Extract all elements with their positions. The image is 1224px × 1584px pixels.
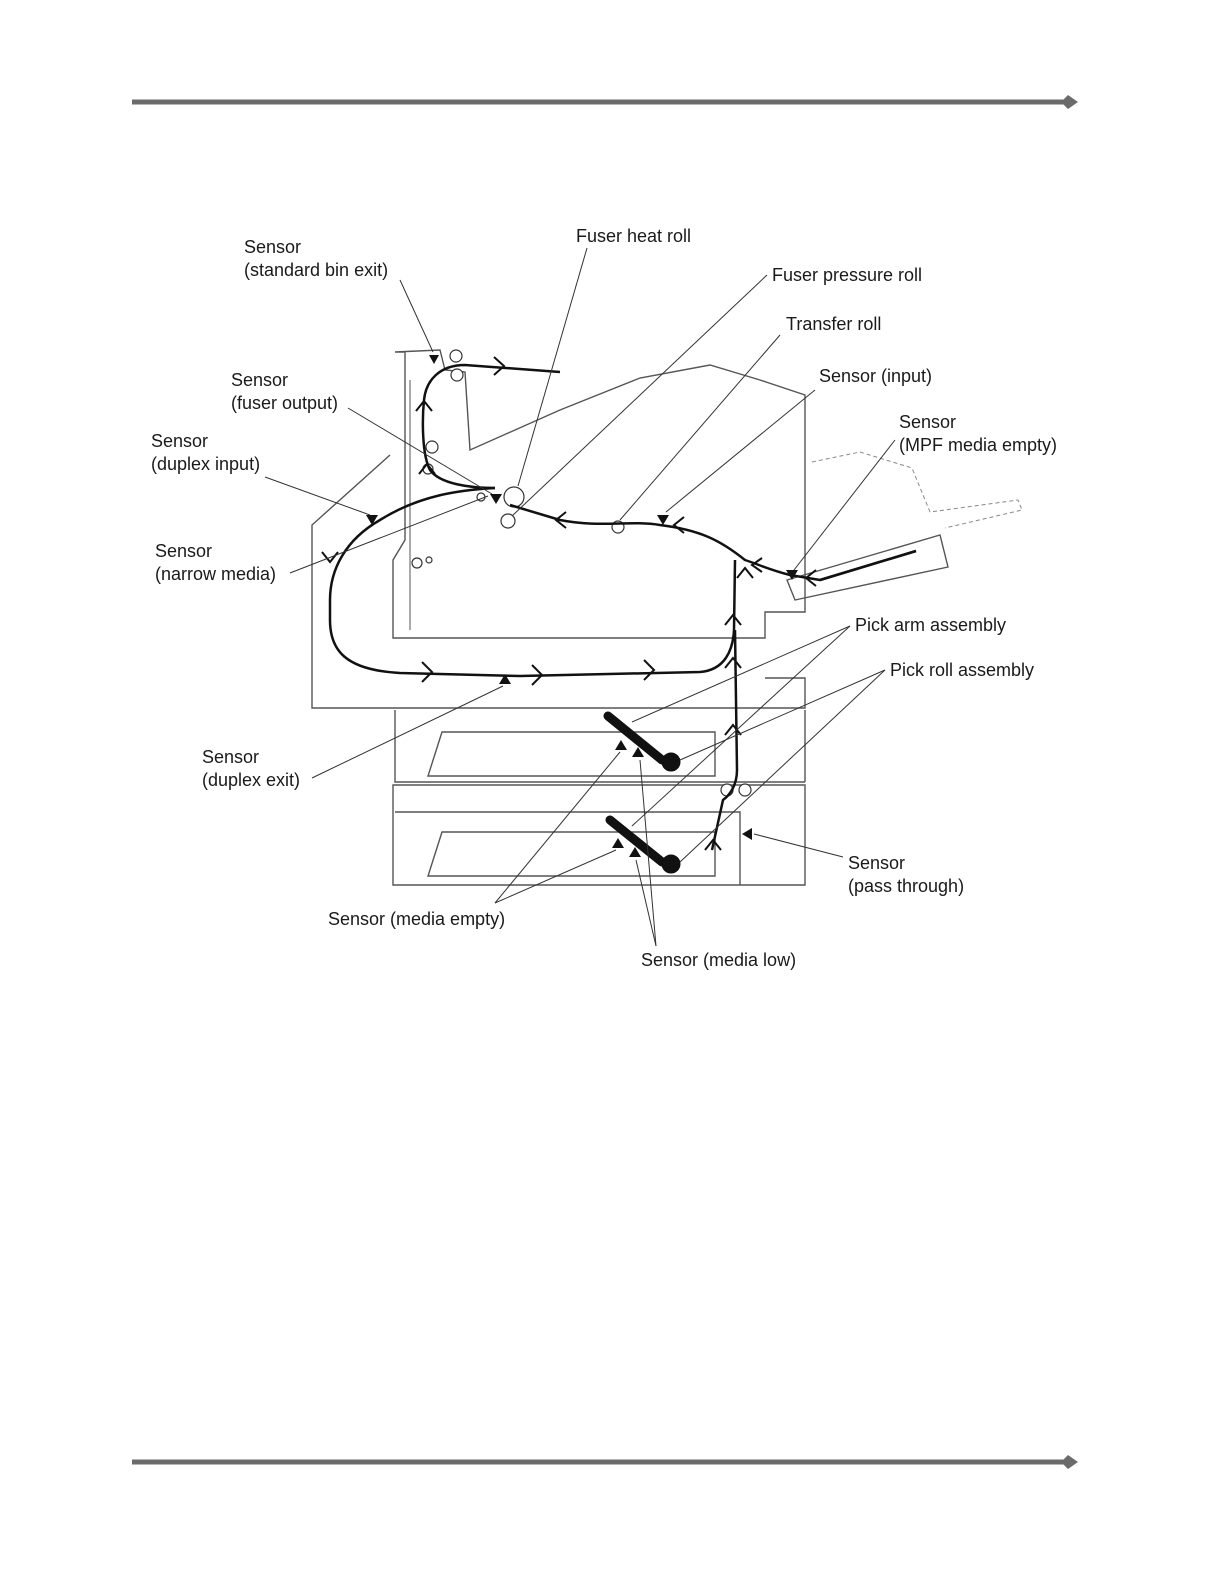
sensor-media-low-2-marker: [629, 847, 641, 857]
narrow-roller-b: [425, 556, 433, 564]
label-sensor-duplex-input-line2: (duplex input): [151, 454, 260, 474]
sensor-media-low-1-marker: [632, 747, 644, 757]
path-arrows: [321, 356, 817, 851]
fuser-pressure-roll: [500, 513, 516, 529]
exit-roller-top: [449, 349, 463, 363]
mpf-tray: [786, 534, 949, 601]
label-sensor-narrow-media-line2: (narrow media): [155, 564, 276, 584]
exit-roller-bottom: [450, 368, 464, 382]
label-sensor-standard-bin-exit-line1: Sensor: [244, 237, 301, 257]
pick-arm-1: [603, 711, 667, 765]
pick-roll-2: [661, 854, 681, 874]
paper-path: [328, 363, 917, 851]
header-rule-diamond-icon: [1061, 95, 1078, 109]
header-rule: [132, 95, 1078, 109]
pick-assemblies: [603, 711, 681, 874]
label-sensor-pass-through-line1: Sensor: [848, 853, 905, 873]
label-sensor-pass-through-line2: (pass through): [848, 876, 964, 896]
labels: Sensor (standard bin exit) Fuser heat ro…: [151, 226, 1057, 970]
label-pick-roll-assembly: Pick roll assembly: [890, 660, 1034, 680]
rollers: [411, 349, 752, 797]
label-sensor-media-empty: Sensor (media empty): [328, 909, 505, 929]
sensor-media-empty-1-marker: [615, 740, 627, 750]
sensor-standard-bin-exit-marker: [429, 355, 439, 364]
sensor-pass-through-marker: [742, 828, 752, 840]
label-sensor-duplex-exit-line1: Sensor: [202, 747, 259, 767]
label-sensor-narrow-media-line1: Sensor: [155, 541, 212, 561]
sensor-duplex-input-marker: [366, 515, 378, 525]
pick-arm-2: [605, 815, 667, 867]
narrow-roller-a: [411, 557, 423, 569]
label-transfer-roll: Transfer roll: [786, 314, 881, 334]
label-sensor-duplex-exit-line2: (duplex exit): [202, 770, 300, 790]
sensor-markers: [366, 355, 798, 857]
pick-roll-1: [661, 752, 681, 772]
sensor-input-marker: [657, 515, 669, 525]
pass-roller-b: [738, 783, 752, 797]
label-sensor-standard-bin-exit-line2: (standard bin exit): [244, 260, 388, 280]
label-sensor-fuser-output-line1: Sensor: [231, 370, 288, 390]
sensor-fuser-output-marker: [490, 494, 502, 504]
sensor-duplex-exit-marker: [499, 674, 511, 684]
label-fuser-pressure-roll: Fuser pressure roll: [772, 265, 922, 285]
mpf-outline: [811, 451, 1023, 529]
label-sensor-media-low: Sensor (media low): [641, 950, 796, 970]
footer-rule: [132, 1455, 1078, 1469]
label-sensor-mpf-media-empty-line1: Sensor: [899, 412, 956, 432]
sensor-mpf-media-empty-marker: [786, 570, 798, 580]
footer-rule-diamond-icon: [1061, 1455, 1078, 1469]
label-fuser-heat-roll: Fuser heat roll: [576, 226, 691, 246]
label-sensor-duplex-input-line1: Sensor: [151, 431, 208, 451]
label-sensor-input: Sensor (input): [819, 366, 932, 386]
guide-roller-a: [425, 440, 439, 454]
label-pick-arm-assembly: Pick arm assembly: [855, 615, 1006, 635]
label-sensor-mpf-media-empty-line2: (MPF media empty): [899, 435, 1057, 455]
fuser-heat-roll: [503, 486, 525, 508]
leader-lines: [264, 247, 896, 947]
label-sensor-fuser-output-line2: (fuser output): [231, 393, 338, 413]
sensor-media-empty-2-marker: [612, 838, 624, 848]
